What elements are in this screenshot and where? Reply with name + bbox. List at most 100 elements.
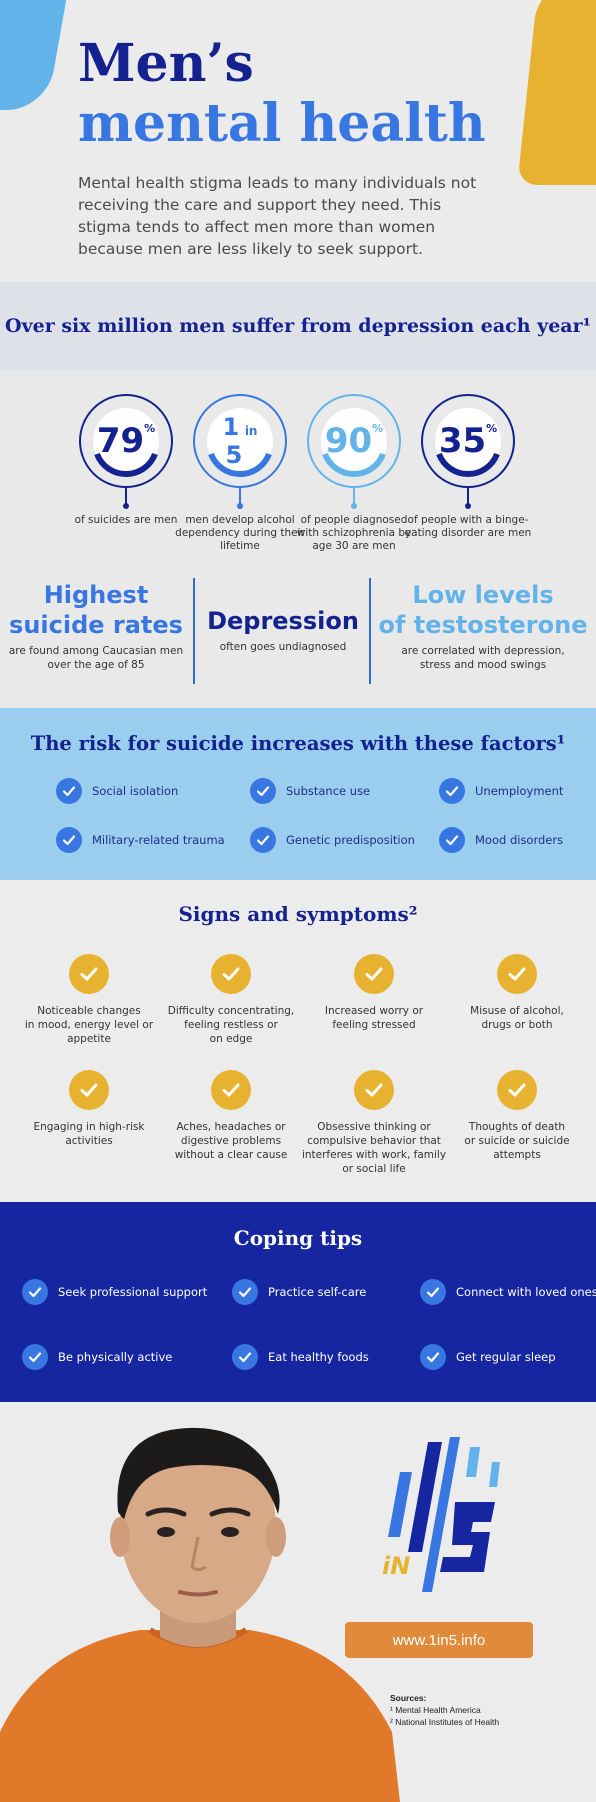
decorative-blue-shape — [0, 0, 74, 110]
risk-heading: The risk for suicide increases with thes… — [30, 732, 566, 755]
risk-factors-section: The risk for suicide increases with thes… — [0, 708, 596, 880]
check-icon — [439, 827, 465, 853]
check-icon — [232, 1279, 258, 1305]
sign-text-line: without a clear cause — [174, 1149, 288, 1161]
check-icon — [354, 1070, 394, 1110]
stats-section: 79% of suicides are men 1 in 5 — [0, 370, 596, 708]
sign-text-line: interferes with work, family — [301, 1149, 447, 1161]
divider — [369, 578, 371, 684]
coping-item-label: Seek professional support — [58, 1285, 208, 1299]
risk-item: Social isolation — [56, 778, 178, 804]
stat-value: 90 — [324, 421, 373, 461]
coping-tips-section: Coping tips Seek professional support Pr… — [0, 1202, 596, 1402]
stat-schizophrenia: 90% of people diagnosed with schizophren… — [289, 392, 419, 553]
stat-value: 35 — [438, 421, 487, 461]
coping-item-label: Connect with loved ones — [456, 1285, 596, 1299]
risk-item-label: Unemployment — [475, 784, 564, 798]
check-icon — [250, 778, 276, 804]
ring-graphic — [307, 394, 401, 509]
page-title-line1: Men’s — [78, 33, 254, 94]
sign-item: Increased worry or feeling stressed — [304, 954, 444, 1032]
sign-text-line: in mood, energy level or — [24, 1019, 154, 1031]
sign-text-line: feeling stressed — [332, 1019, 416, 1031]
check-icon — [354, 954, 394, 994]
stat-ring: 1 in 5 — [191, 392, 289, 509]
risk-item: Unemployment — [439, 778, 563, 804]
sign-text-line: on edge — [209, 1033, 253, 1045]
intro-paragraph: Mental health stigma leads to many indiv… — [78, 174, 477, 258]
coping-item: Connect with loved ones — [420, 1279, 596, 1305]
stat-value-in: in — [244, 424, 258, 438]
sign-text-line: Increased worry or — [324, 1005, 424, 1017]
highlight-testosterone: Low levels of testosterone are correlate… — [378, 580, 588, 672]
stat-value-bottom: 5 — [225, 441, 243, 469]
risk-item-label: Social isolation — [92, 784, 179, 798]
risk-item-label: Military-related trauma — [92, 833, 225, 847]
stat-alcohol: 1 in 5 men develop alcohol dependency du… — [175, 392, 305, 553]
risk-item-label: Substance use — [286, 784, 371, 798]
check-icon — [250, 827, 276, 853]
highlight-sub-line1: are correlated with depression, — [401, 645, 565, 657]
stat-binge-eating: 35% of people with a binge-eating disord… — [403, 392, 533, 540]
sign-text-line: or suicide or suicide — [464, 1135, 570, 1147]
stat-caption: of suicides are men — [74, 514, 178, 526]
coping-item-label: Eat healthy foods — [268, 1350, 369, 1364]
highlight-heading-line1: Low levels — [412, 581, 554, 609]
highlight-heading-line2: of testosterone — [378, 611, 588, 639]
sign-text-line: activities — [65, 1135, 113, 1147]
page-title-line2: mental health — [78, 93, 486, 154]
stat-caption: of people with a binge-eating disorder a… — [404, 514, 532, 539]
1in5-logo-graphic: iN — [382, 1437, 500, 1592]
sign-item: Obsessive thinking or compulsive behavio… — [300, 1070, 448, 1176]
stat-value-top: 1 — [222, 413, 240, 441]
stat-caption: of people diagnosed with schizophrenia b… — [296, 514, 412, 552]
check-icon — [439, 778, 465, 804]
stat-ring: 35% — [419, 392, 517, 509]
highlight-sub-line2: over the age of 85 — [47, 659, 145, 671]
stat-ring: 79% — [77, 392, 175, 509]
check-icon — [22, 1344, 48, 1370]
source-item: ² National Institutes of Health — [390, 1717, 500, 1727]
highlight-suicide-rates: Highest suicide rates are found among Ca… — [8, 580, 184, 672]
check-icon — [56, 778, 82, 804]
check-icon — [232, 1344, 258, 1370]
footer-section: iN www.1in5.info Sources: ¹ Mental Healt… — [0, 1402, 596, 1802]
highlight-sub-line2: stress and mood swings — [419, 659, 547, 671]
source-item: ¹ Mental Health America — [390, 1705, 481, 1715]
coping-item: Be physically active — [22, 1344, 172, 1370]
risk-item: Mood disorders — [439, 827, 563, 853]
sign-item: Engaging in high-risk activities — [19, 1070, 159, 1148]
risk-item-label: Genetic predisposition — [286, 833, 415, 847]
sign-text-line: compulsive behavior that — [307, 1135, 441, 1147]
highlight-sub-line1: often goes undiagnosed — [219, 641, 347, 653]
sign-text-line: feeling restless or — [184, 1019, 278, 1031]
ring-graphic — [193, 394, 287, 509]
check-icon — [420, 1344, 446, 1370]
coping-heading: Coping tips — [233, 1226, 363, 1250]
coping-item: Get regular sleep — [420, 1344, 556, 1370]
man-portrait-image — [0, 1427, 400, 1802]
ring-graphic — [421, 394, 515, 509]
stat-suffix: % — [144, 422, 156, 435]
coping-item-label: Be physically active — [58, 1350, 173, 1364]
check-icon — [69, 1070, 109, 1110]
sign-text-line: or social life — [342, 1163, 406, 1175]
decorative-yellow-shape — [517, 0, 596, 185]
banner-text: Over six million men suffer from depress… — [5, 315, 591, 337]
sign-text-line: drugs or both — [481, 1019, 553, 1031]
stat-ring: 90% — [305, 392, 403, 509]
stat-suicides: 79% of suicides are men — [61, 392, 191, 527]
sign-item: Misuse of alcohol, drugs or both — [447, 954, 587, 1032]
highlight-depression: Depression often goes undiagnosed — [199, 606, 367, 654]
check-icon — [497, 1070, 537, 1110]
coping-item: Practice self-care — [232, 1279, 366, 1305]
1in5-logo: iN — [380, 1432, 510, 1602]
website-url-button[interactable]: www.1in5.info — [345, 1622, 533, 1658]
signs-symptoms-section: Signs and symptoms² Noticeable changes i… — [0, 880, 596, 1202]
signs-heading: Signs and symptoms² — [178, 902, 418, 926]
sources-heading: Sources: — [390, 1693, 427, 1703]
highlight-heading-line1: Highest — [43, 581, 149, 609]
stat-caption: men develop alcohol dependency during th… — [175, 514, 305, 552]
sign-item: Aches, headaches or digestive problems w… — [161, 1070, 301, 1162]
sign-item: Thoughts of death or suicide or suicide … — [447, 1070, 587, 1162]
